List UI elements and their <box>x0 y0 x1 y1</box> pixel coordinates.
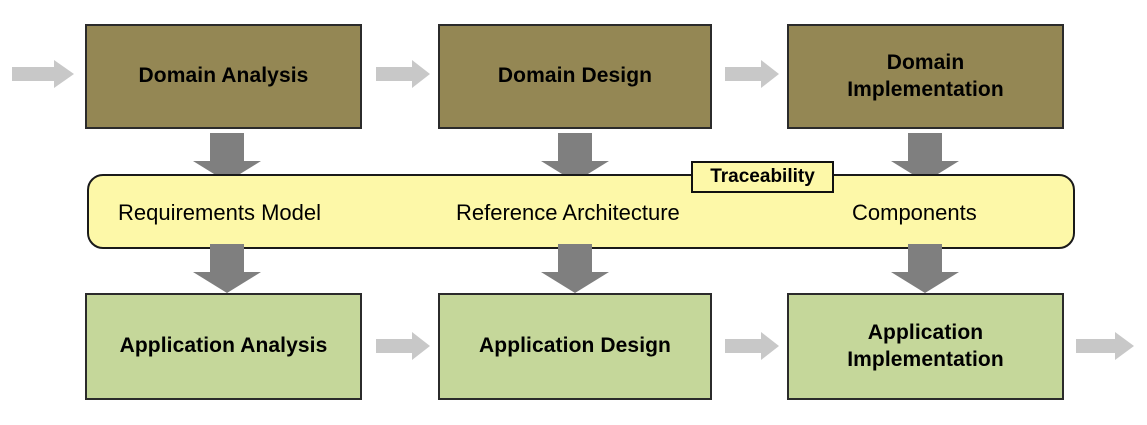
artifact-label: Requirements Model <box>118 200 321 225</box>
flow-arrow-application-analysis-to-design <box>376 332 430 360</box>
box-label: Application Implementation <box>847 320 1004 371</box>
box-label: Domain Design <box>497 64 653 88</box>
box-label: Domain Implementation <box>847 50 1004 101</box>
box-domain-design[interactable]: Domain Design <box>438 24 712 129</box>
arrow-shaft <box>1076 339 1116 353</box>
trace-arrow-reference-architecture-to-application-design <box>541 244 609 293</box>
box-application-implementation[interactable]: Application Implementation <box>787 293 1064 400</box>
arrow-shaft <box>558 133 592 162</box>
arrow-shaft <box>908 133 942 162</box>
arrow-head <box>761 60 779 88</box>
arrow-head <box>891 272 959 293</box>
traceability-tag: Traceability <box>691 161 834 193</box>
arrow-head <box>193 272 261 293</box>
traceability-band <box>87 174 1075 249</box>
arrow-shaft <box>558 244 592 273</box>
arrow-shaft <box>376 339 413 353</box>
box-domain-implementation[interactable]: Domain Implementation <box>787 24 1064 129</box>
flow-arrow-inflow-domain <box>12 60 74 88</box>
flow-arrow-domain-design-to-implementation <box>725 60 779 88</box>
flow-arrow-outflow-application <box>1076 332 1134 360</box>
arrow-head <box>54 60 74 88</box>
artifact-label: Components <box>852 200 977 225</box>
arrow-head <box>412 60 430 88</box>
arrow-shaft <box>725 67 762 81</box>
arrow-head <box>1115 332 1134 360</box>
box-label: Application Design <box>479 334 671 358</box>
band-artifact-components: Components <box>852 202 977 224</box>
arrow-shaft <box>908 244 942 273</box>
arrow-shaft <box>725 339 762 353</box>
box-application-design[interactable]: Application Design <box>438 293 712 400</box>
arrow-head <box>541 272 609 293</box>
band-artifact-reference-architecture: Reference Architecture <box>456 202 680 224</box>
trace-arrow-requirements-model-to-application-analysis <box>193 244 261 293</box>
arrow-shaft <box>210 133 244 162</box>
traceability-tag-label: Traceability <box>710 166 815 187</box>
trace-arrow-components-to-application-implementation <box>891 244 959 293</box>
flow-arrow-application-design-to-implementation <box>725 332 779 360</box>
arrow-shaft <box>210 244 244 273</box>
box-label: Domain Analysis <box>138 64 309 88</box>
artifact-label: Reference Architecture <box>456 200 680 225</box>
box-label: Application Analysis <box>119 334 328 358</box>
arrow-head <box>412 332 430 360</box>
band-artifact-requirements-model: Requirements Model <box>118 202 321 224</box>
arrow-shaft <box>376 67 413 81</box>
arrow-shaft <box>12 67 55 81</box>
flow-arrow-domain-analysis-to-design <box>376 60 430 88</box>
box-domain-analysis[interactable]: Domain Analysis <box>85 24 362 129</box>
arrow-head <box>761 332 779 360</box>
box-application-analysis[interactable]: Application Analysis <box>85 293 362 400</box>
